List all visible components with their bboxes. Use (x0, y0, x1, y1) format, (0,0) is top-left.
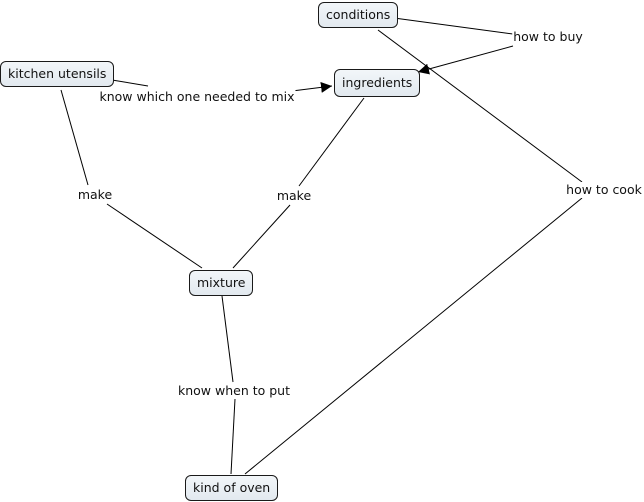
link-label-know-when: know when to put (176, 383, 292, 399)
link-label-make-left: make (76, 187, 114, 203)
link-label-how-to-cook: how to cook (565, 182, 643, 198)
concept-ingredients[interactable]: ingredients (334, 69, 421, 97)
line-make-left-to-mixture (106, 203, 203, 269)
line-kitchen-utensils-to-know-which (111, 79, 149, 87)
line-make-right-to-mixture (232, 204, 291, 269)
line-how-to-buy-to-ingredients (417, 45, 514, 75)
line-ingredients-to-make-right (298, 97, 365, 187)
line-conditions-to-how-to-buy (393, 17, 514, 35)
concept-mixture[interactable]: mixture (189, 270, 254, 296)
line-conditions-to-how-to-cook (377, 29, 583, 183)
link-label-how-to-buy: how to buy (512, 29, 584, 45)
concept-kind-of-oven[interactable]: kind of oven (185, 475, 279, 501)
line-know-when-to-kind-of-oven (230, 398, 236, 475)
link-label-make-right: make (275, 188, 313, 204)
link-label-know-which: know which one needed to mix (98, 89, 296, 105)
concept-kitchen-utensils[interactable]: kitchen utensils (0, 61, 115, 87)
line-know-which-to-ingredients (291, 81, 333, 93)
line-how-to-cook-to-kind-of-oven (244, 197, 583, 475)
line-kitchen-utensils-to-make-left (60, 89, 89, 186)
line-mixture-to-know-when (221, 295, 234, 383)
concept-conditions[interactable]: conditions (318, 2, 399, 28)
